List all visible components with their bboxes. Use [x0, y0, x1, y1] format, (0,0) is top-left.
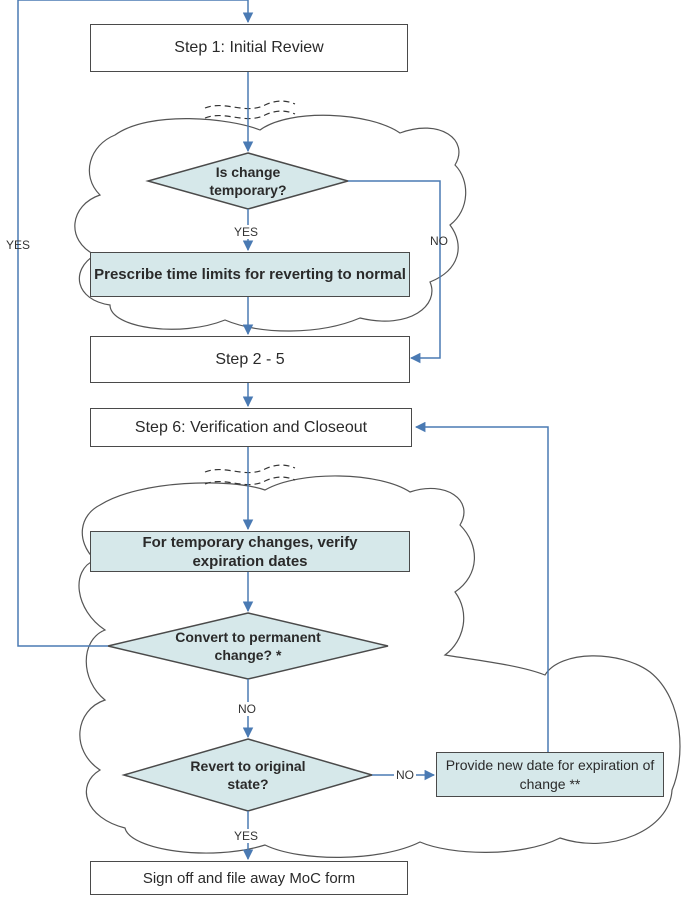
signoff-box: Sign off and file away MoC form: [90, 861, 408, 895]
upper-cloud-shape: [74, 114, 467, 332]
no-convert-label: NO: [236, 702, 258, 716]
step1-box: Step 1: Initial Review: [90, 24, 408, 72]
step1-text: Step 1: Initial Review: [174, 39, 324, 56]
no-temporary-label: NO: [430, 234, 448, 248]
step2-5-text: Step 2 - 5: [215, 350, 285, 368]
yes-loop-label: YES: [6, 238, 31, 252]
signoff-text: Sign off and file away MoC form: [142, 869, 356, 887]
break-marks-lower: [204, 464, 296, 486]
provide-date-text: Provide new date for expiration of chang…: [445, 756, 655, 792]
verify-box: For temporary changes, verify expiration…: [90, 531, 410, 572]
no-revert-label: NO: [394, 768, 416, 782]
prescribe-text: Prescribe time limits for reverting to n…: [94, 266, 406, 283]
verify-text: For temporary changes, verify expiration…: [142, 533, 358, 570]
break-marks-upper: [204, 100, 296, 120]
temporary-decision-text: Is change temporary?: [209, 164, 287, 198]
yes-revert-label: YES: [232, 829, 261, 843]
connectors: [17, 0, 549, 861]
step6-text: Step 6: Verification and Closeout: [134, 418, 368, 436]
convert-decision-text: Convert to permanent change? *: [175, 629, 321, 663]
yes-temporary-label: YES: [232, 225, 261, 239]
step6-box: Step 6: Verification and Closeout: [90, 408, 412, 447]
prescribe-box: Prescribe time limits for reverting to n…: [90, 252, 410, 297]
revert-decision-text: Revert to original state?: [190, 758, 306, 792]
step2-5-box: Step 2 - 5: [90, 336, 410, 383]
provide-date-box: Provide new date for expiration of chang…: [436, 752, 664, 797]
